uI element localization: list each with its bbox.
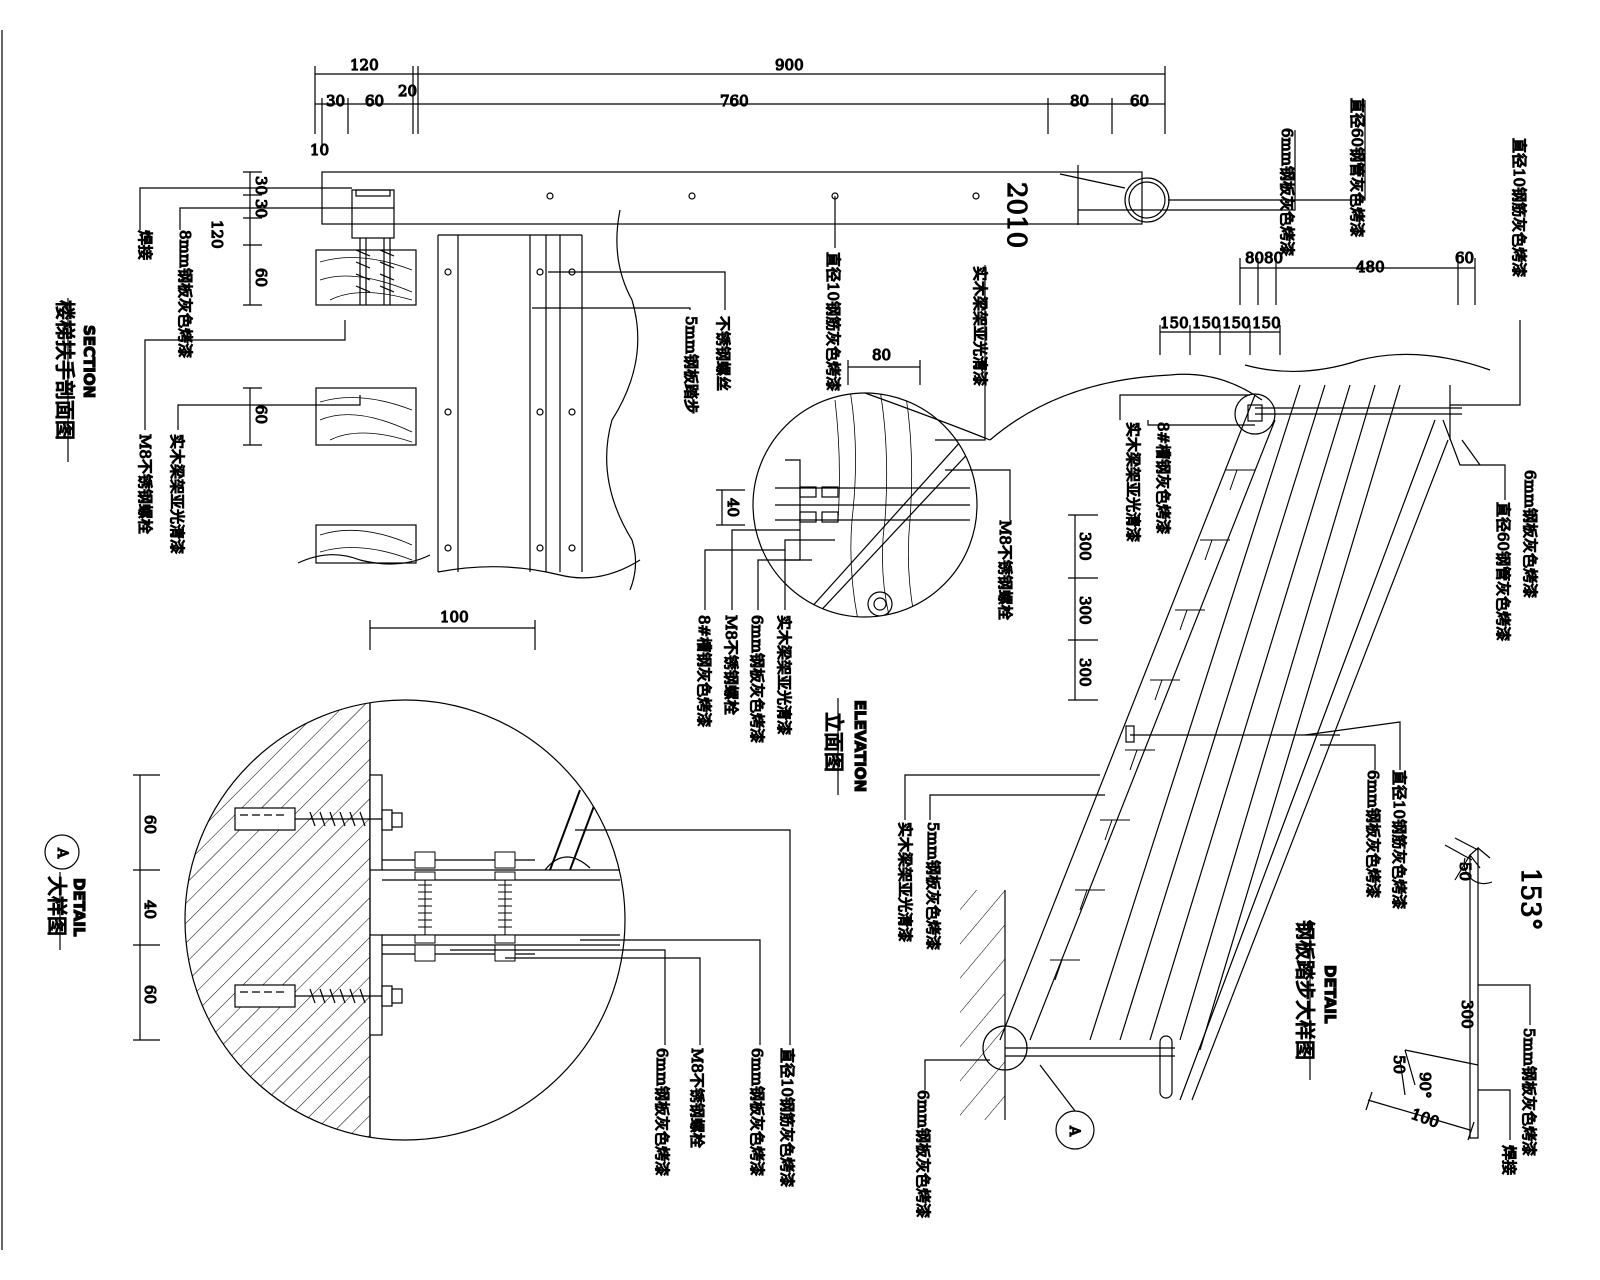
steel-pipe — [1124, 177, 1170, 223]
tread-dim-50b: 50 — [1390, 1055, 1408, 1074]
deta-dim-60b: 60 — [141, 985, 159, 1004]
label-e-wood-low: 实木梁架亚光清漆 — [896, 822, 914, 942]
label-e-bolt: M8不锈钢螺栓 — [996, 520, 1014, 620]
label-c-channel8: 8#槽钢灰色烤漆 — [695, 615, 713, 727]
label-pipe60: 直径60钢管灰色烤漆 — [1348, 98, 1366, 237]
dim-e300a: 300 — [1076, 532, 1094, 561]
dim-e60: 60 — [1455, 249, 1474, 267]
detail-a-title-cn: 大样图 — [45, 876, 69, 936]
tread-title-cn: 钢板踏步大样图 — [1293, 920, 1317, 1060]
label-wood-frame: 实木梁架亚光清漆 — [168, 434, 186, 554]
dim-e80a: 80 — [1245, 249, 1264, 267]
label-c-wood: 实木梁架亚光清漆 — [775, 615, 793, 735]
label-e-pipe60: 直径60钢管灰色烤漆 — [1494, 502, 1512, 641]
dim-e40: 40 — [724, 498, 742, 517]
dim-e150a: 150 — [1160, 314, 1189, 332]
label-e-plate6: 6mm钢板灰色烤漆 — [1521, 470, 1539, 598]
tread-dim-300: 300 — [1458, 1000, 1476, 1029]
wood-block-3 — [315, 524, 417, 564]
dim-2010: 2010 — [1001, 182, 1031, 248]
detail-a-bubble — [44, 834, 80, 870]
label-plate6: 6mm钢板灰色烤漆 — [1278, 128, 1296, 256]
elevation-title-cn: 立面图 — [822, 712, 846, 772]
wall-anchor-bottom — [234, 984, 403, 1008]
label-e-plate6b: 6mm钢板灰色烤漆 — [1364, 770, 1382, 898]
label-rebar10: 直径10钢筋灰色烤漆 — [824, 252, 842, 391]
dim-20: 20 — [398, 82, 417, 100]
section-title-en: SECTION — [80, 325, 98, 398]
dim-80: 80 — [1070, 92, 1089, 110]
detail-a: 100 60 40 60 直径10钢筋灰色烤漆 6mm钢板灰色烤漆 M8不锈钢螺… — [44, 607, 797, 1188]
tread-title-en: DETAIL — [1321, 965, 1339, 1024]
detail-a-title-en: DETAIL — [70, 878, 88, 937]
bottom-detail-circle — [982, 1025, 1028, 1071]
dim-e480: 480 — [1356, 258, 1385, 276]
label-e-plate6-low: 6mm钢板灰色烤漆 — [914, 1090, 932, 1218]
tread-detail: 153° 50 300 50 90° 100 5mm钢板灰色烤漆 焊接 DETA… — [1292, 837, 1546, 1176]
label-weld: 焊接 — [136, 230, 154, 260]
deta-label-rebar10: 直径10钢筋灰色烤漆 — [778, 1048, 796, 1187]
section-title-cn: 楼梯扶手剖面图 — [53, 300, 77, 440]
dim-v120: 120 — [208, 220, 226, 249]
label-c-plate6: 6mm钢板灰色烤漆 — [748, 615, 766, 743]
dim-e150b: 150 — [1192, 314, 1221, 332]
tread-angle-153: 153° — [1515, 868, 1545, 931]
elevation-circle-detail: 80 40 实木梁架亚光清漆 M8不锈钢螺栓 实木梁架亚光清漆 6mm钢板灰色烤… — [694, 265, 1263, 795]
deta-dim-100: 100 — [440, 608, 469, 626]
detail-ref-a: A — [1066, 1125, 1082, 1137]
deta-label-bolt: M8不锈钢螺栓 — [688, 1048, 706, 1148]
label-ss-screw: 不锈钢螺丝 — [714, 316, 732, 391]
wood-block-1 — [315, 249, 417, 306]
dim-60: 60 — [365, 92, 384, 110]
deta-label-plate6b: 6mm钢板灰色烤漆 — [653, 1048, 671, 1176]
tread-dim-100: 100 — [1409, 1105, 1442, 1132]
deta-dim-40: 40 — [141, 900, 159, 919]
dim-e80b: 80 — [1264, 249, 1283, 267]
deta-dim-60a: 60 — [141, 815, 159, 834]
dim-v30a: 30 — [252, 176, 270, 195]
dim-v60b: 60 — [252, 405, 270, 424]
dim-v60a: 60 — [252, 268, 270, 287]
label-e-rebar-top: 直径10钢筋灰色烤漆 — [1510, 138, 1528, 277]
section-view: 120 900 20 30 60 760 80 60 10 2010 30 30… — [52, 55, 1367, 591]
label-plate8: 8mm钢板灰色烤漆 — [176, 230, 194, 358]
label-e-wood-frame: 实木梁架亚光清漆 — [971, 266, 989, 386]
dim-e150c: 150 — [1222, 314, 1251, 332]
dim-e150d: 150 — [1252, 314, 1281, 332]
dim-30: 30 — [326, 92, 345, 110]
tread-dim-50a: 50 — [1456, 862, 1474, 881]
dim-10: 10 — [310, 141, 329, 159]
detail-a-bubble-label: A — [54, 847, 70, 859]
dim-900: 900 — [775, 56, 804, 74]
elevation-title-en: ELEVATION — [851, 700, 869, 792]
dim-760: 760 — [720, 92, 749, 110]
elevation-view: 80 80 480 60 150 150 150 150 300 300 300 — [895, 137, 1539, 1218]
wood-block-2 — [315, 387, 417, 446]
dim-e80: 80 — [872, 346, 891, 364]
connector-plate — [351, 189, 395, 239]
label-e-channel8: 8#槽钢灰色烤漆 — [1154, 422, 1172, 534]
tread-label-weld: 焊接 — [1500, 1145, 1518, 1175]
wall-anchor-top — [234, 807, 403, 831]
tread-label-plate5: 5mm钢板灰色烤漆 — [1520, 1028, 1538, 1156]
dim-e300b: 300 — [1076, 596, 1094, 625]
dim-e300c: 300 — [1076, 658, 1094, 687]
deta-label-plate6a: 6mm钢板灰色烤漆 — [748, 1048, 766, 1176]
handrail-plate — [321, 171, 1143, 225]
label-c-bolt: M8不锈钢螺栓 — [722, 615, 740, 715]
label-e-plate5: 5mm钢板灰色烤漆 — [924, 822, 942, 950]
dim-60b: 60 — [1130, 92, 1149, 110]
dim-120: 120 — [350, 56, 379, 74]
tread-angle-90: 90° — [1416, 1072, 1434, 1099]
label-plate5-tread: 5mm钢板踏步 — [682, 316, 700, 414]
label-e-rebar-mid: 直径10钢筋灰色烤漆 — [1390, 770, 1408, 909]
label-ss-bolt: M8不锈钢螺栓 — [136, 434, 154, 534]
label-e-wood-frame-top: 实木梁架亚光清漆 — [1124, 422, 1142, 542]
